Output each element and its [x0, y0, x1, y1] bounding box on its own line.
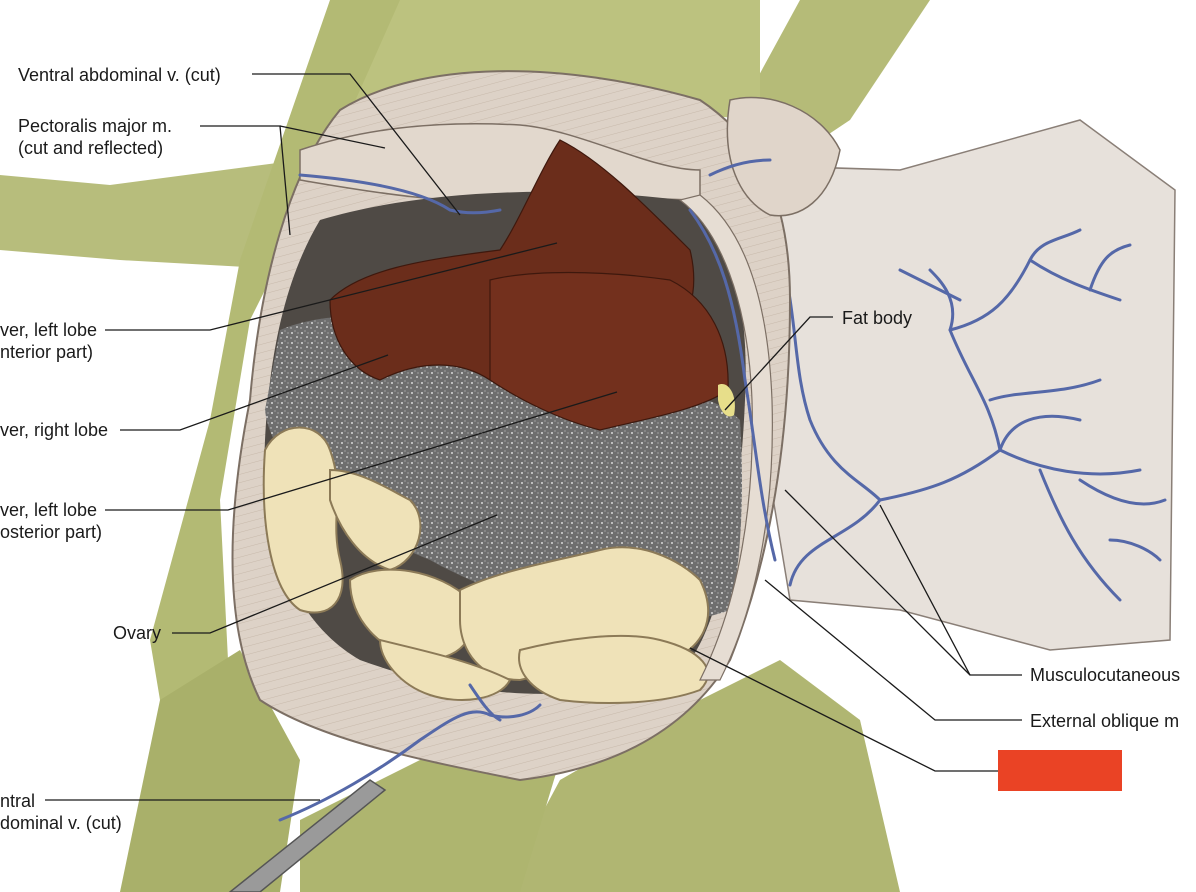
label-liver-left-lobe-posterior: ver, left lobe osterior part)	[0, 500, 103, 542]
leader-lines	[45, 73, 1022, 801]
label-ventral-abdominal-vein-top: Ventral abdominal v. (cut)	[18, 65, 221, 85]
label-fat-body: Fat body	[842, 308, 913, 328]
frog-left-leg	[120, 650, 300, 892]
label-pectoralis-major: Pectoralis major m. (cut and reflected)	[18, 116, 173, 158]
label-ventral-abdominal-vein-bottom: ntral dominal v. (cut)	[0, 791, 122, 833]
external-oblique-strip	[678, 194, 773, 681]
forceps	[228, 779, 387, 892]
frog-right-leg	[500, 660, 900, 892]
label-liver-right-lobe: ver, right lobe	[0, 420, 109, 440]
frog-trunk	[140, 0, 400, 892]
shoulder-muscle	[726, 96, 841, 217]
label-liver-left-lobe-anterior: ver, left lobe nterior part)	[0, 320, 98, 362]
answer-mask-box	[998, 750, 1122, 791]
label-external-oblique: External oblique m	[1030, 711, 1180, 731]
label-musculocutaneous: Musculocutaneous	[1030, 665, 1181, 685]
musculocutaneous-veins	[768, 218, 1167, 602]
fat-body	[718, 384, 735, 417]
frog-left-arm	[0, 160, 300, 270]
label-ovary: Ovary	[113, 623, 162, 643]
intestines	[262, 426, 710, 704]
ventral-abdominal-veins	[278, 158, 777, 822]
